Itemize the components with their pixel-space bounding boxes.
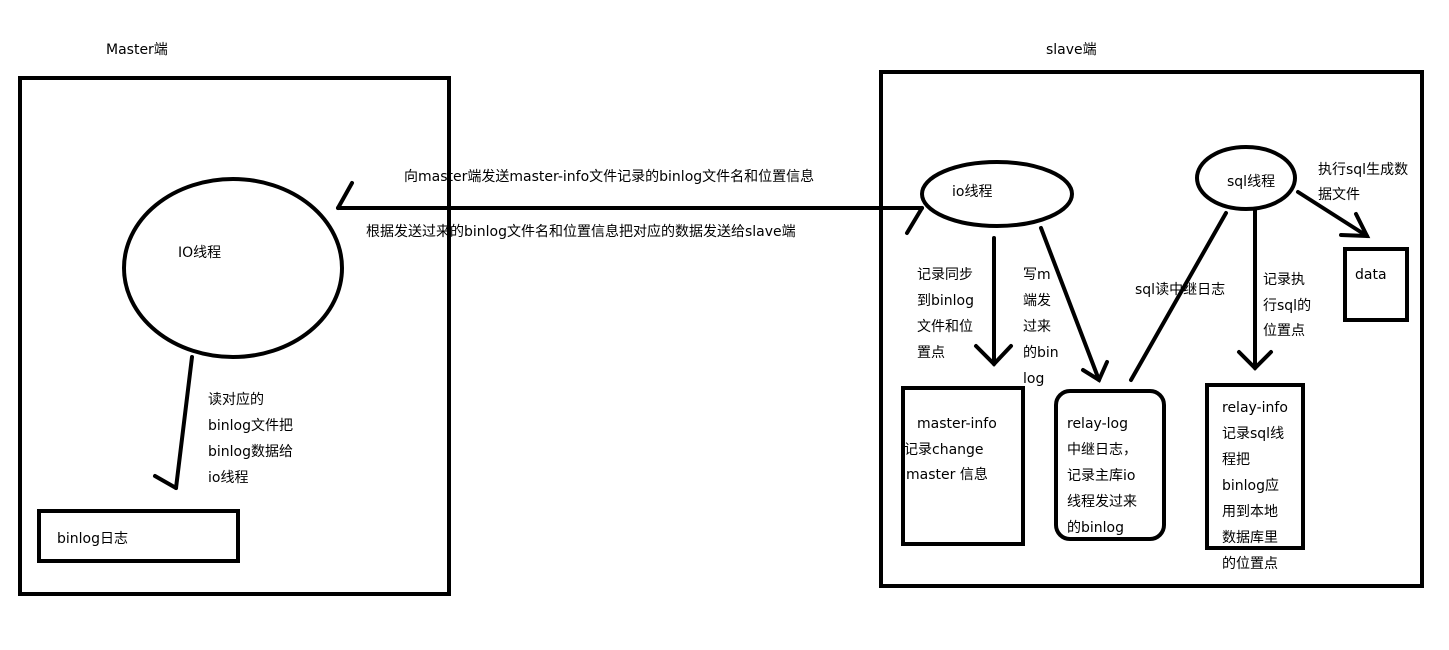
svg-text:log: log — [1023, 371, 1044, 387]
svg-text:据文件: 据文件 — [1318, 187, 1360, 203]
svg-text:数据库里: 数据库里 — [1222, 530, 1278, 546]
relay-log-box — [1054, 389, 1166, 541]
master-title: Master端 — [106, 42, 168, 58]
read-binlog-arrow — [153, 355, 194, 490]
master-box — [18, 76, 451, 596]
svg-text:io线程: io线程 — [208, 470, 248, 486]
record-exec-note: 记录执 行sql的 位置点 — [1263, 272, 1311, 339]
slave-title: slave端 — [1046, 42, 1097, 58]
relay-log-text: relay-log 中继日志， 记录主库io 线程发过来 的binlog — [1067, 416, 1137, 536]
svg-text:用到本地: 用到本地 — [1222, 504, 1278, 520]
sql-read-note: sql读中继日志 — [1135, 281, 1225, 298]
relay-info-box — [1205, 383, 1305, 550]
relay-info-text: relay-info 记录sql线 程把 binlog应 用到本地 数据库里 的… — [1222, 400, 1288, 572]
sql-read-relay-line — [1129, 211, 1228, 382]
svg-text:relay-info: relay-info — [1222, 400, 1288, 416]
svg-text:到binlog: 到binlog — [917, 293, 974, 309]
svg-text:行sql的: 行sql的 — [1263, 298, 1311, 314]
svg-text:执行sql生成数: 执行sql生成数 — [1318, 162, 1408, 178]
data-box — [1343, 247, 1409, 322]
master-info-text: master-info 记录change master 信息 — [904, 416, 997, 483]
svg-text:置点: 置点 — [917, 345, 945, 361]
svg-text:master-info: master-info — [917, 416, 997, 432]
read-binlog-note: 读对应的 binlog文件把 binlog数据给 io线程 — [208, 391, 293, 486]
svg-text:中继日志，: 中继日志， — [1067, 442, 1137, 458]
svg-text:程把: 程把 — [1222, 452, 1250, 468]
svg-text:位置点: 位置点 — [1263, 323, 1305, 339]
svg-text:master 信息: master 信息 — [906, 466, 988, 483]
svg-text:文件和位: 文件和位 — [917, 319, 973, 335]
svg-text:记录主库io: 记录主库io — [1067, 468, 1135, 484]
slave-box — [879, 70, 1424, 588]
master-info-box — [901, 386, 1025, 546]
svg-text:线程发过来: 线程发过来 — [1067, 494, 1137, 510]
svg-text:relay-log: relay-log — [1067, 416, 1128, 432]
svg-text:记录change: 记录change — [904, 442, 984, 458]
write-relay-note: 写m 端发 过来 的bin log — [1023, 267, 1059, 387]
response-label: 根据发送过来的binlog文件名和位置信息把对应的数据发送给slave端 — [366, 223, 796, 240]
svg-text:的bin: 的bin — [1023, 345, 1059, 361]
svg-text:过来: 过来 — [1023, 319, 1051, 335]
record-exec-arrow — [1237, 207, 1273, 371]
record-sync-note: 记录同步 到binlog 文件和位 置点 — [917, 267, 974, 361]
request-arrow — [336, 181, 924, 235]
svg-text:读对应的: 读对应的 — [208, 391, 264, 408]
svg-text:binlog数据给: binlog数据给 — [208, 444, 293, 460]
svg-text:端发: 端发 — [1023, 293, 1051, 309]
svg-text:记录同步: 记录同步 — [917, 267, 973, 283]
slave-io-thread-label: io线程 — [952, 184, 992, 200]
write-relay-arrow — [1039, 226, 1109, 383]
master-io-thread-label: IO线程 — [178, 245, 221, 261]
svg-text:binlog应: binlog应 — [1222, 477, 1279, 494]
sql-thread-ellipse — [1195, 145, 1297, 211]
svg-text:的binlog: 的binlog — [1067, 520, 1124, 536]
svg-text:写m: 写m — [1023, 267, 1051, 283]
svg-text:记录sql线: 记录sql线 — [1222, 426, 1284, 442]
svg-text:的位置点: 的位置点 — [1222, 556, 1278, 572]
request-label: 向master端发送master-info文件记录的binlog文件名和位置信息 — [404, 168, 814, 185]
data-label: data — [1355, 267, 1387, 283]
binlog-label: binlog日志 — [57, 531, 128, 547]
exec-data-arrow — [1296, 190, 1371, 239]
svg-text:记录执: 记录执 — [1263, 272, 1305, 288]
master-io-thread-ellipse — [122, 177, 344, 359]
binlog-box — [37, 509, 240, 563]
slave-io-thread-ellipse — [920, 160, 1074, 228]
record-sync-arrow — [974, 236, 1013, 367]
svg-text:binlog文件把: binlog文件把 — [208, 418, 293, 434]
sql-thread-label: sql线程 — [1227, 174, 1275, 190]
exec-data-note: 执行sql生成数 据文件 — [1318, 162, 1408, 203]
